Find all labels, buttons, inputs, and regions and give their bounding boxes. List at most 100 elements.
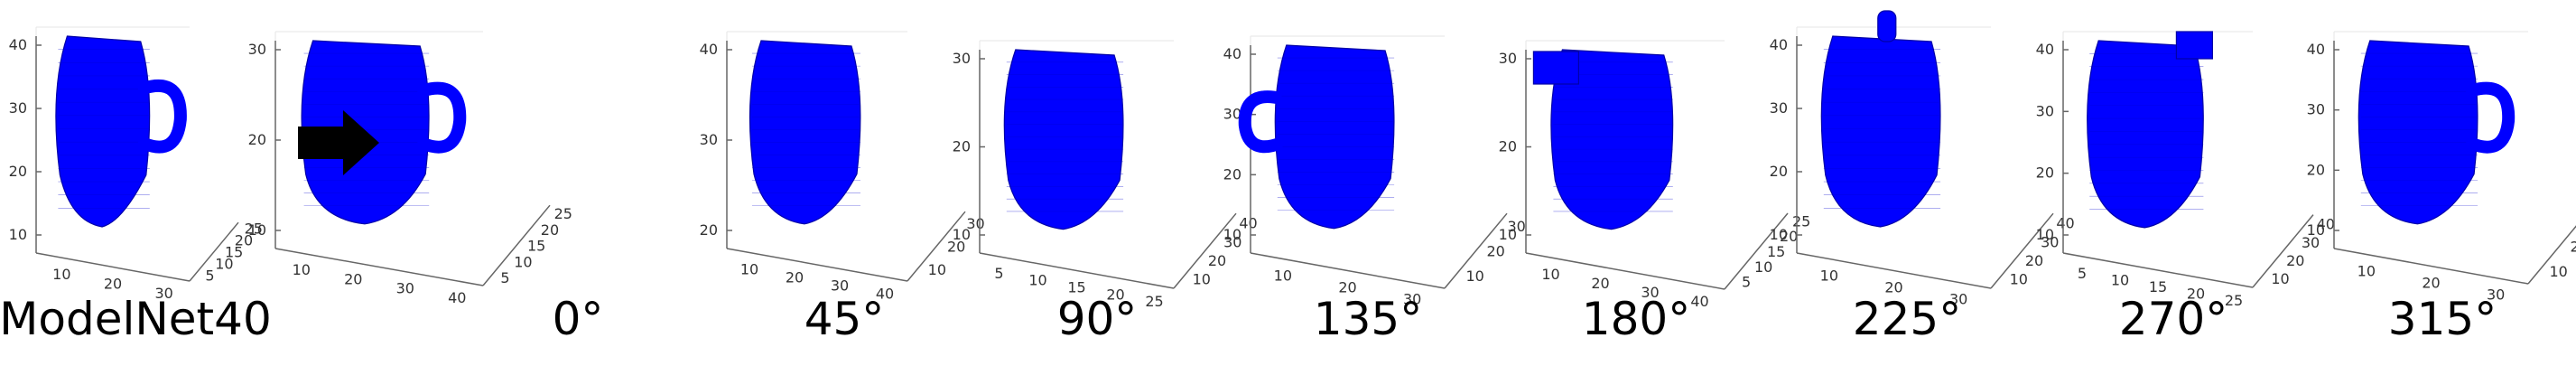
x-tick-label: 10 [2111, 271, 2129, 288]
x-tick-label: 20 [344, 270, 362, 287]
y-tick-label: 20 [2025, 252, 2043, 269]
caption-rot-315: 315° [2387, 293, 2497, 345]
voxel-mug [55, 35, 187, 228]
x-tick-label: 25 [2225, 292, 2243, 309]
x-tick-label: 30 [831, 277, 849, 295]
z-tick-label: 40 [700, 41, 718, 58]
mug-handle [135, 79, 187, 154]
z-tick-label: 10 [953, 226, 971, 243]
mug-handle [1238, 90, 1284, 154]
y-tick-label: 5 [1742, 274, 1751, 291]
caption-rot-135: 135° [1313, 293, 1423, 345]
z-tick-label: 20 [700, 221, 718, 239]
y-tick-label: 20 [2286, 252, 2304, 269]
x-tick-label: 15 [1067, 279, 1085, 296]
x-tick-label: 40 [876, 286, 894, 303]
y-tick-label: 20 [947, 239, 965, 256]
mug-body [1820, 35, 1941, 228]
y-tick-label: 15 [1767, 243, 1785, 260]
x-tick-label: 10 [52, 266, 70, 283]
x-tick-label: 30 [1641, 284, 1659, 301]
x-tick-label: 30 [154, 285, 172, 302]
z-tick-label: 10 [1770, 226, 1788, 243]
y-tick-label: 40 [1239, 215, 1257, 232]
z-tick-label: 30 [953, 50, 971, 67]
x-tick-label: 15 [2149, 278, 2167, 296]
z-tick-label: 10 [2307, 221, 2325, 239]
x-tick-label: 20 [786, 269, 804, 286]
x-tick-label: 10 [1028, 272, 1046, 289]
y-tick-label: 10 [2271, 270, 2289, 287]
caption-rot-45: 45° [804, 293, 885, 345]
y-tick-label: 10 [2010, 271, 2028, 288]
mug-body [55, 35, 151, 228]
mug-body [1003, 49, 1124, 230]
caption-rot-180: 180° [1581, 293, 1691, 345]
axes-frame [979, 40, 1237, 289]
mug-handle [1877, 10, 1897, 42]
y-tick-label: 10 [2550, 263, 2568, 280]
z-tick-label: 20 [2307, 161, 2325, 178]
caption-source: ModelNet40 [0, 293, 272, 345]
x-tick-label: 20 [1591, 275, 1609, 292]
x-tick-label: 10 [1274, 267, 1292, 285]
mug-body [2087, 40, 2204, 229]
x-tick-label: 30 [396, 280, 414, 297]
y-tick-label: 10 [928, 261, 946, 278]
y-tick-label: 20 [235, 232, 253, 249]
y-tick-label: 30 [1223, 233, 1242, 250]
x-tick-label: 25 [1145, 293, 1163, 310]
mug-handle [1532, 51, 1580, 85]
z-tick-label: 20 [953, 138, 971, 155]
y-tick-label: 20 [1780, 228, 1798, 245]
x-tick-label: 20 [1338, 279, 1356, 296]
y-tick-label: 15 [527, 238, 545, 255]
y-tick-label: 20 [541, 221, 559, 239]
arrow-icon [298, 110, 379, 175]
y-tick-label: 25 [245, 221, 263, 238]
z-tick-label: 30 [1499, 50, 1517, 67]
z-tick-label: 40 [1770, 36, 1788, 53]
mug-body [1274, 44, 1395, 230]
y-tick-label: 40 [2317, 216, 2335, 233]
z-tick-label: 30 [2307, 101, 2325, 118]
z-tick-label: 30 [2036, 102, 2054, 119]
y-tick-label: 30 [1508, 218, 1526, 235]
x-tick-label: 20 [104, 276, 122, 293]
z-tick-label: 10 [1499, 226, 1517, 243]
x-tick-label: 40 [1690, 293, 1708, 310]
voxel-mug [1003, 49, 1124, 230]
z-tick-label: 30 [700, 131, 718, 148]
x-tick-label: 20 [2422, 275, 2440, 292]
x-tick-label: 10 [740, 261, 758, 278]
x-tick-label: 10 [1541, 266, 1559, 283]
y-tick-label: 25 [554, 205, 572, 222]
y-tick-label: 5 [500, 269, 509, 286]
mug-handle [415, 81, 467, 154]
z-tick-label: 10 [248, 221, 266, 239]
caption-rot-270: 270° [2118, 293, 2228, 345]
mug-body [1550, 49, 1674, 230]
z-tick-label: 30 [1770, 99, 1788, 117]
x-tick-label: 5 [994, 265, 1003, 282]
voxel-mug [749, 40, 861, 225]
y-tick-label: 10 [1754, 258, 1772, 276]
z-tick-label: 40 [2036, 41, 2054, 58]
z-tick-label: 20 [1499, 138, 1517, 155]
z-tick-label: 30 [248, 41, 266, 58]
x-tick-label: 40 [448, 289, 466, 306]
axes-frame [2333, 31, 2576, 285]
x-tick-label: 10 [293, 261, 311, 278]
caption-rot-0: 0° [552, 293, 604, 345]
mug-body [2357, 40, 2478, 225]
x-tick-label: 30 [1403, 291, 1421, 308]
y-tick-label: 15 [225, 244, 243, 261]
x-tick-label: 10 [2357, 263, 2376, 280]
z-tick-label: 40 [1223, 45, 1242, 62]
